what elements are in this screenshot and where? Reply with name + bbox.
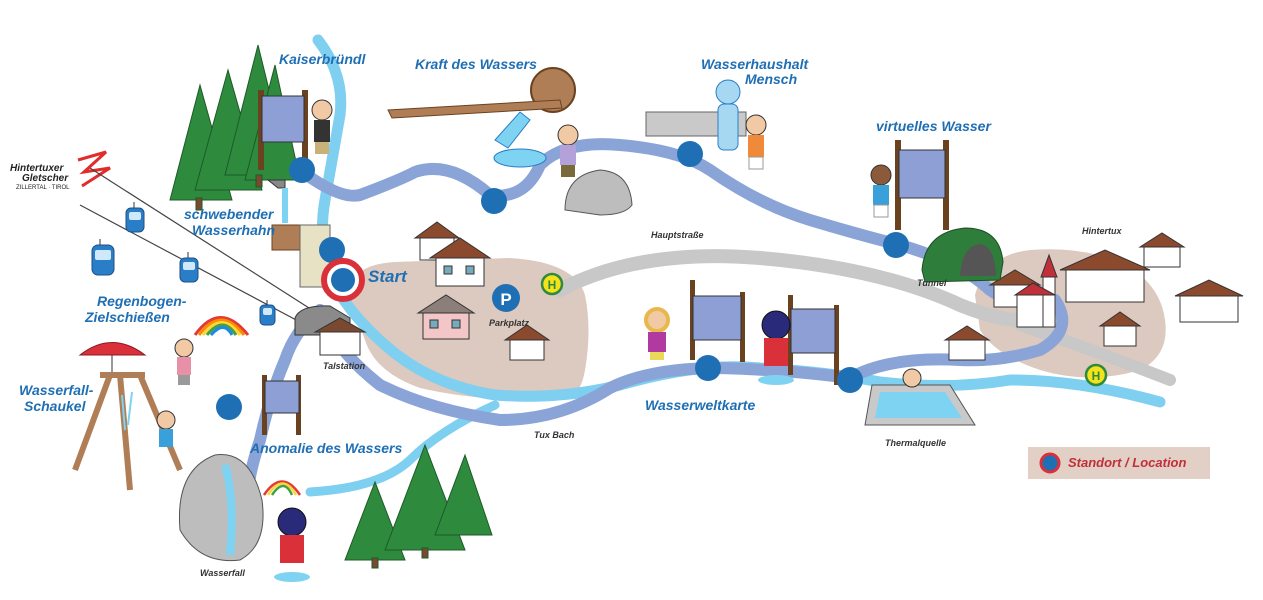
label-schwebender: schwebender — [184, 206, 275, 222]
adventure-trail — [242, 138, 1069, 496]
child-character-icon — [311, 99, 333, 154]
signboard-icon — [895, 140, 949, 230]
rainbow-small-icon — [262, 480, 302, 496]
station-virtuelles-wasser-marker[interactable] — [883, 232, 909, 258]
legend-marker-icon — [1039, 452, 1061, 474]
station-weltkarte-marker[interactable] — [695, 355, 721, 381]
main-road-hauptstrasse — [553, 249, 1037, 327]
label-wasserhaushalt-1: Wasserhaushalt — [701, 56, 809, 72]
label-talstation: Talstation — [323, 361, 366, 371]
label-tux-bach: Tux Bach — [534, 430, 575, 440]
start-marker[interactable] — [321, 258, 365, 302]
bus-stop-symbol: H — [1092, 369, 1101, 383]
parking-icon: P — [492, 284, 520, 312]
gondola-icon — [91, 239, 115, 276]
talstation-building-icon — [294, 305, 367, 356]
logo-line-3: ZILLERTAL · TIROL — [16, 185, 70, 191]
signboard-icon — [788, 295, 839, 385]
label-hauptstrasse: Hauptstraße — [651, 230, 704, 240]
child-character-icon — [174, 338, 194, 385]
legend-label: Standort / Location — [1068, 455, 1187, 470]
waterfall-swing-icon — [72, 342, 183, 491]
bus-stop-icon: H — [540, 272, 564, 296]
label-wasserhahn: Wasserhahn — [192, 222, 275, 238]
child-character-icon — [644, 307, 670, 360]
station-kaiserbruendl-marker[interactable] — [289, 157, 315, 183]
label-zielschiessen: Zielschießen — [84, 309, 170, 325]
church-icon — [1013, 253, 1058, 328]
human-silhouette-icon — [645, 79, 747, 151]
thermal-pool-icon — [864, 368, 976, 426]
hintertux-village-icon — [943, 232, 1244, 361]
label-kraft-des-wassers: Kraft des Wassers — [415, 56, 537, 72]
logo-line-2: Gletscher — [22, 173, 69, 184]
label-hintertux: Hintertux — [1082, 226, 1122, 236]
river-branch-waterfall — [305, 400, 500, 497]
child-character-icon — [745, 114, 767, 170]
label-wasserfall-schaukel-2: Schaukel — [24, 398, 87, 414]
mascot-character-icon — [758, 310, 794, 385]
label-wasserhaushalt-2: Mensch — [745, 71, 797, 87]
watermill-icon — [387, 67, 576, 168]
label-anomalie-des-wassers: Anomalie des Wassers — [249, 440, 402, 456]
road-to-hintertux — [1014, 319, 1176, 386]
hintertuxer-gletscher-logo[interactable]: Hintertuxer Gletscher ZILLERTAL · TIROL — [10, 150, 111, 191]
label-thermalquelle: Thermalquelle — [885, 438, 946, 448]
gondola-icon — [179, 252, 199, 283]
village-houses-icon — [413, 221, 551, 361]
label-kaiserbruendl: Kaiserbründl — [279, 51, 366, 67]
rainbow-icon — [193, 316, 250, 337]
label-virtuelles-wasser: virtuelles Wasser — [876, 118, 992, 134]
pine-trees-south-icon — [344, 443, 493, 569]
station-kraft-des-wassers-marker[interactable] — [481, 188, 507, 214]
station-regenbogen-marker[interactable] — [216, 394, 242, 420]
label-start: Start — [368, 267, 408, 286]
label-regenbogen: Regenbogen- — [97, 293, 187, 309]
child-character-icon — [156, 410, 176, 447]
logo-z-mark-icon — [77, 150, 111, 188]
bus-stop-symbol: H — [548, 278, 557, 292]
station-schwebender-wasserhahn-marker[interactable] — [319, 237, 345, 263]
label-parkplatz: Parkplatz — [489, 318, 530, 328]
gondola-icon — [125, 202, 145, 233]
gondola-icon — [259, 300, 276, 326]
label-wasserweltkarte: Wasserweltkarte — [645, 397, 755, 413]
logo-line-1: Hintertuxer — [10, 163, 64, 174]
label-tunnel: Tunnel — [917, 278, 947, 288]
station-thermalquelle-marker[interactable] — [837, 367, 863, 393]
waterfall-rock-icon — [178, 454, 264, 562]
signboard-icon — [690, 280, 745, 362]
bus-stop-icon: H — [1084, 363, 1108, 387]
signboard-icon — [262, 375, 301, 435]
station-wasserhaushalt-marker[interactable] — [677, 141, 703, 167]
map-legend: Standort / Location — [1028, 447, 1210, 479]
rock-with-water-icon — [564, 169, 633, 216]
label-wasserfall: Wasserfall — [200, 568, 245, 578]
child-character-icon — [870, 164, 892, 218]
signboard-icon — [258, 90, 308, 170]
child-character-icon — [557, 124, 579, 177]
tunnel-icon — [921, 227, 1004, 283]
label-wasserfall-schaukel-1: Wasserfall- — [19, 382, 94, 398]
parking-symbol: P — [500, 290, 511, 309]
mascot-character-icon — [274, 507, 310, 582]
